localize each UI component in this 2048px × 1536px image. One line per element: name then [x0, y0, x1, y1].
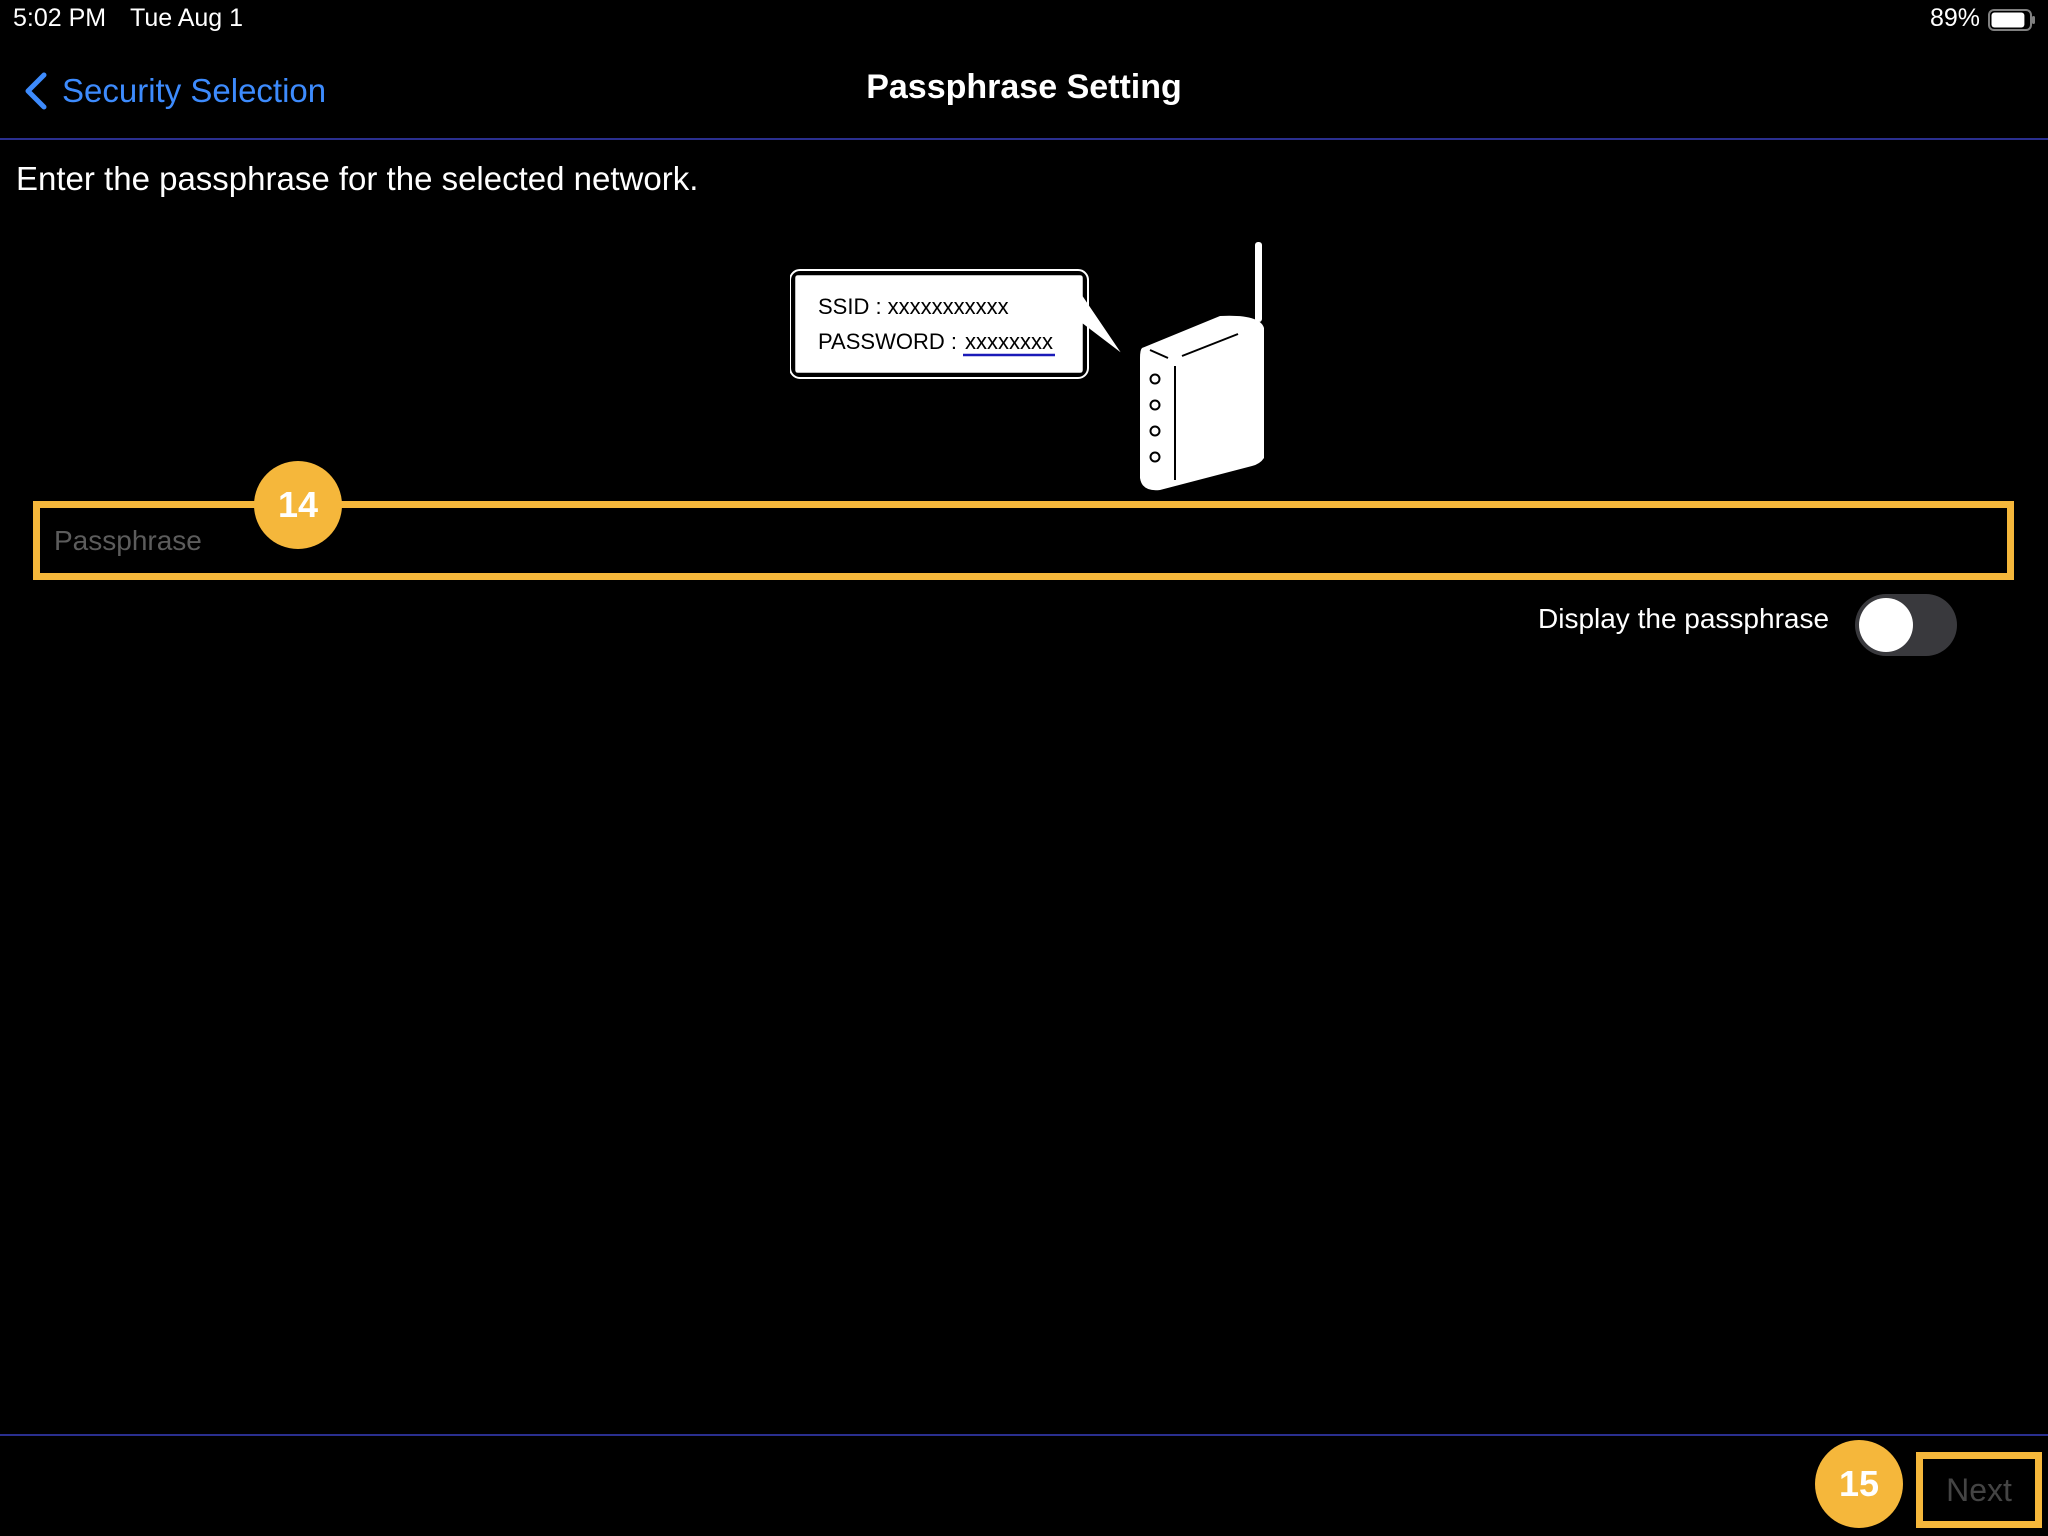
battery-percent: 89% — [1929, 4, 1980, 32]
bubble-password-label: PASSWORD : — [818, 329, 957, 354]
battery-icon — [1988, 9, 2035, 31]
router-icon — [1140, 242, 1264, 491]
status-time: 5:02 PM — [13, 4, 107, 32]
bottom-divider — [0, 1434, 2048, 1436]
next-button-highlight — [1916, 1452, 2042, 1528]
nav-divider — [0, 138, 2048, 140]
router-illustration: SSID : xxxxxxxxxxx PASSWORD : xxxxxxxx — [790, 242, 1264, 491]
chevron-left-icon — [25, 72, 47, 110]
page-title: Passphrase Setting — [866, 68, 1182, 106]
instruction-text: Enter the passphrase for the selected ne… — [16, 160, 699, 197]
speech-bubble: SSID : xxxxxxxxxxx PASSWORD : xxxxxxxx — [790, 269, 1128, 379]
display-passphrase-toggle[interactable] — [1855, 594, 1957, 656]
step-badge-14: 14 — [254, 461, 342, 549]
passphrase-input[interactable] — [40, 508, 2000, 573]
bubble-ssid-text: SSID : xxxxxxxxxxx — [818, 294, 1009, 319]
bubble-password-value: xxxxxxxx — [965, 329, 1053, 354]
back-button[interactable]: Security Selection — [22, 66, 326, 116]
back-button-label: Security Selection — [62, 72, 327, 109]
next-button[interactable]: Next — [1946, 1471, 2012, 1508]
battery-fill — [1991, 12, 2025, 28]
toggle-knob — [1859, 598, 1913, 652]
step-badge-15: 15 — [1815, 1440, 1903, 1528]
passphrase-field-highlight — [33, 501, 2014, 580]
display-passphrase-label: Display the passphrase — [1538, 603, 1830, 634]
status-date: Tue Aug 1 — [130, 4, 244, 32]
